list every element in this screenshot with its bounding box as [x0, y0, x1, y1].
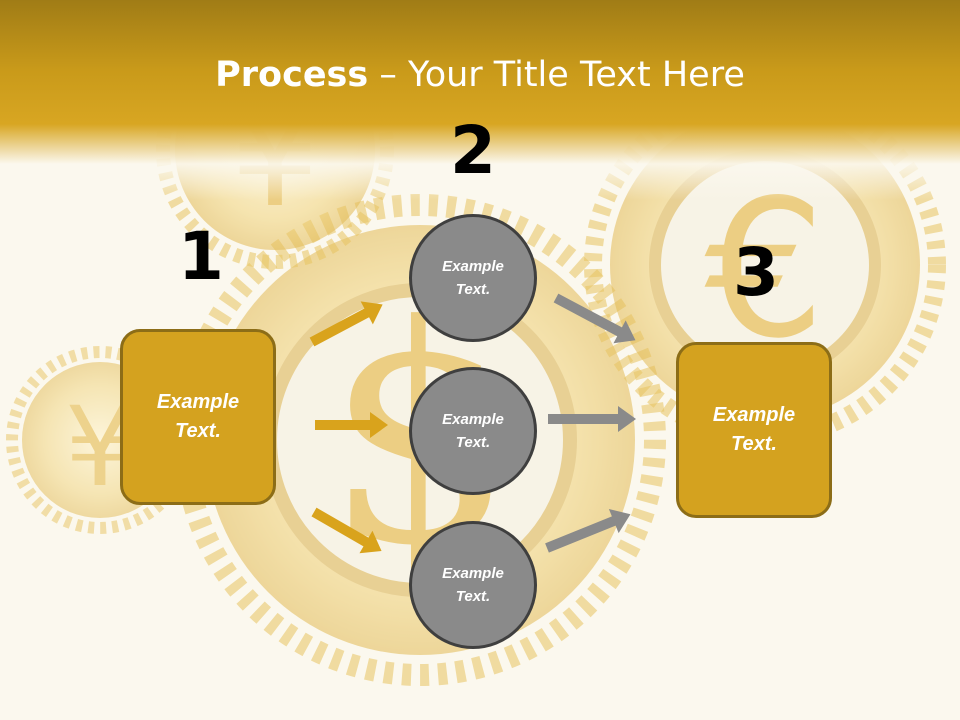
circle-middle-text: Example Text. [442, 411, 504, 451]
header-band [0, 0, 960, 200]
circle-bottom[interactable]: Example Text. [409, 521, 537, 649]
circle-middle[interactable]: Example Text. [409, 367, 537, 495]
page-title: Process – Your Title Text Here [0, 55, 960, 95]
step-number-3: 3 [733, 234, 779, 311]
circle-top-text: Example Text. [442, 258, 504, 298]
arrow-down-right-gray [553, 293, 636, 344]
title-rest: – Your Title Text Here [368, 55, 745, 95]
arrow-right-gray [548, 406, 636, 432]
right-box-text: Example Text. [712, 404, 796, 455]
title-bold: Process [215, 55, 369, 95]
step-number-1: 1 [178, 218, 224, 295]
arrow-right-gold [315, 412, 388, 438]
arrow-up-right-gray [545, 508, 631, 553]
circle-bottom-text: Example Text. [442, 565, 504, 605]
step-number-2: 2 [450, 112, 496, 189]
left-box-text: Example Text. [156, 391, 240, 442]
circle-top[interactable]: Example Text. [409, 214, 537, 342]
right-box[interactable]: Example Text. [676, 342, 832, 518]
left-box[interactable]: Example Text. [120, 329, 276, 505]
arrow-up-right-gold [309, 301, 383, 347]
arrow-down-right-gold [311, 507, 382, 554]
